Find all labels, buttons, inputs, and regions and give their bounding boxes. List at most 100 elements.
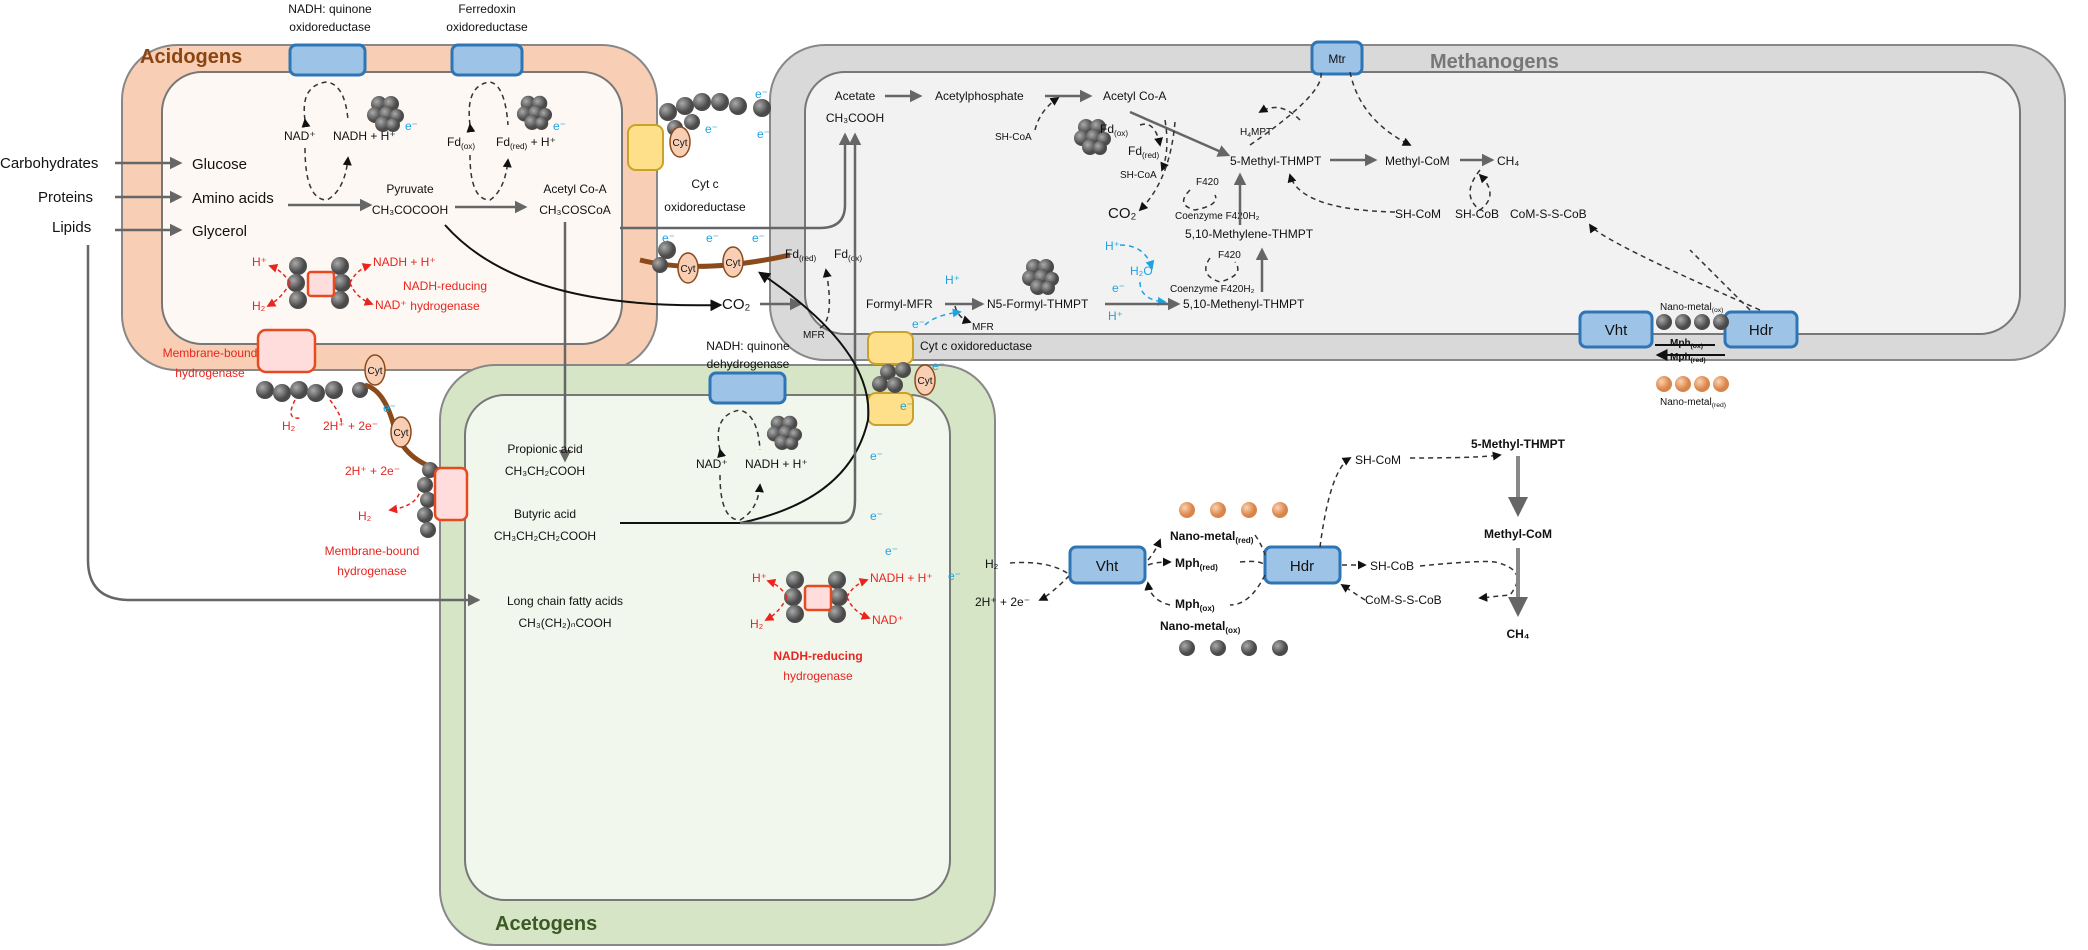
fd-red-label: Fd(red) xyxy=(1128,144,1160,160)
cytochrome-icon xyxy=(677,252,699,284)
cytochrome-c-oxidoreductase-2[interactable] xyxy=(867,331,914,365)
glycerol-label: Glycerol xyxy=(192,223,247,240)
inset-electron-transfer: H₂ 2H⁺ + 2e⁻ Vht Hdr Nano-metal(red) Mph… xyxy=(975,437,1566,656)
cyt-label: Cyt xyxy=(368,366,383,377)
proton-electron-label: 2H⁺ + 2e⁻ xyxy=(345,464,400,478)
nadh-quinone-dehydrogenase[interactable] xyxy=(708,371,787,405)
sh-cob-label: SH-CoB xyxy=(1455,207,1499,221)
h-plus-label: H⁺ xyxy=(1108,309,1123,323)
dashed-arrow xyxy=(1258,104,1301,121)
cytochrome-c-oxidoreductase[interactable] xyxy=(627,124,664,171)
hyd-label: NADH-reducing xyxy=(403,279,487,293)
dashed-arrow xyxy=(1419,560,1519,602)
acetogens-title: Acetogens xyxy=(495,913,597,935)
lipids-label: Lipids xyxy=(52,219,91,236)
dashed-arrow xyxy=(304,147,352,201)
vht-enzyme[interactable] xyxy=(1578,310,1654,349)
mtr-label: Mtr xyxy=(1328,52,1345,66)
amino-acids-label: Amino acids xyxy=(192,190,274,207)
electron-label: e⁻ xyxy=(900,399,913,413)
methyl-thmpt-label: 5-Methyl-THMPT xyxy=(1230,154,1322,168)
dashed-arrow xyxy=(1034,97,1060,131)
cyt-label: Cyt xyxy=(394,428,409,439)
hyd-nadh-label: NADH + H⁺ xyxy=(373,255,436,269)
dashed-arrow xyxy=(1409,451,1502,461)
membrane-bound-hydrogenase[interactable] xyxy=(256,328,317,374)
proton-electron-label: 2H⁺ + 2e⁻ xyxy=(975,595,1030,609)
acetylphosphate-label: Acetylphosphate xyxy=(935,89,1024,103)
dashed-arrow xyxy=(819,268,832,329)
electron-label: e⁻ xyxy=(948,569,961,583)
vht-label: Vht xyxy=(1096,558,1119,575)
methyl-com-label: Methyl-CoM xyxy=(1484,527,1552,541)
co2-label: CO₂ xyxy=(1108,205,1137,222)
methanogens-title: Methanogens xyxy=(1430,51,1559,73)
dashed-arrow xyxy=(1009,561,1072,601)
h2-label: H₂ xyxy=(985,557,999,571)
hyd-h2-label: H₂ xyxy=(252,299,266,313)
hyd-label: hydrogenase xyxy=(783,669,853,683)
dashed-arrow xyxy=(1147,557,1172,567)
h2-label: H₂ xyxy=(358,509,372,523)
nadh-dehydrogenase-label: dehydrogenase xyxy=(707,357,790,371)
hyd-nad-label: NAD⁺ xyxy=(872,613,904,627)
hyd-nadh-label: NADH + H⁺ xyxy=(870,571,933,585)
methyl-com-label: Methyl-CoM xyxy=(1385,154,1450,168)
nad-label: NAD⁺ xyxy=(696,457,728,471)
membrane-bound-hydrogenase-2[interactable] xyxy=(433,466,469,522)
ferredoxin-enzyme-label: Ferredoxin xyxy=(458,2,515,16)
carbohydrates-label: Carbohydrates xyxy=(0,155,98,172)
vht-enzyme-inset[interactable] xyxy=(1068,545,1147,585)
glucose-label: Glucose xyxy=(192,156,247,173)
cytc-oxidoreductase-label: Cyt c oxidoreductase xyxy=(920,339,1032,353)
ch4-label: CH₄ xyxy=(1506,627,1529,641)
cyt-label: Cyt xyxy=(681,264,696,275)
f420-label: F420 xyxy=(1196,177,1219,188)
cytochrome-icon xyxy=(390,416,412,448)
nad-label: NAD⁺ xyxy=(284,129,316,143)
hdr-enzyme[interactable] xyxy=(1723,310,1799,349)
cytc-oxidoreductase-label: oxidoreductase xyxy=(664,200,746,214)
com-s-s-cob-label: CoM-S-S-CoB xyxy=(1510,207,1587,221)
butyric-acid-label: Butyric acid xyxy=(514,507,576,521)
dashed-cycle xyxy=(1205,257,1239,283)
dashed-arrow xyxy=(717,409,761,459)
co2-label: CO₂ xyxy=(722,296,751,313)
nadh-reducing-hydrogenase-2 xyxy=(764,571,871,623)
mtr-dashed-arrows xyxy=(1249,69,1410,145)
hdr-enzyme-inset[interactable] xyxy=(1263,545,1342,585)
nadh-dehydrogenase-label: NADH: quinone xyxy=(706,339,790,353)
acetyl-coa-formula: CH₃COSCoA xyxy=(539,203,611,217)
nadh-label: NADH + H⁺ xyxy=(745,457,808,471)
dashed-arrow xyxy=(719,474,764,521)
nadh-reducing-hydrogenase xyxy=(266,257,374,309)
cyt-label: Cyt xyxy=(726,258,741,269)
electron-label: e⁻ xyxy=(870,449,883,463)
mph-red-label: Mph(red) xyxy=(1175,556,1218,572)
electron-label: e⁻ xyxy=(755,87,768,101)
fd-ox-label: Fd(ox) xyxy=(447,135,475,151)
lipids-arrow xyxy=(86,245,481,607)
mph-ox-label: Mph(ox) xyxy=(1175,597,1215,613)
nadh-enzyme-label: oxidoreductase xyxy=(289,20,371,34)
mtr-enzyme[interactable] xyxy=(1310,40,1364,76)
e-minus-label: e⁻ xyxy=(912,317,925,331)
h-plus-label: H⁺ xyxy=(1105,239,1120,253)
dashed-arrow xyxy=(924,308,962,326)
dashed-arrow xyxy=(1287,173,1396,213)
cyt-label: Cyt xyxy=(673,138,688,149)
ferredoxin-oxidoreductase[interactable] xyxy=(450,43,524,77)
electron-label: e⁻ xyxy=(553,119,566,133)
nano-metal-particles xyxy=(1656,314,1729,392)
sh-coa-label: SH-CoA xyxy=(995,132,1032,143)
sh-com-label: SH-CoM xyxy=(1355,453,1401,467)
h2-label: H₂ xyxy=(282,419,296,433)
dashed-line xyxy=(1239,534,1266,566)
electron-label: e⁻ xyxy=(705,122,718,136)
nadh-quinone-oxidoreductase[interactable] xyxy=(288,43,367,77)
dashed-arrow xyxy=(1160,119,1169,172)
coenzyme-f420h2-label: Coenzyme F420H₂ xyxy=(1170,284,1255,295)
hyd-label: hydrogenase xyxy=(410,299,480,313)
membrane-hyd-label: Membrane-bound xyxy=(163,346,258,360)
